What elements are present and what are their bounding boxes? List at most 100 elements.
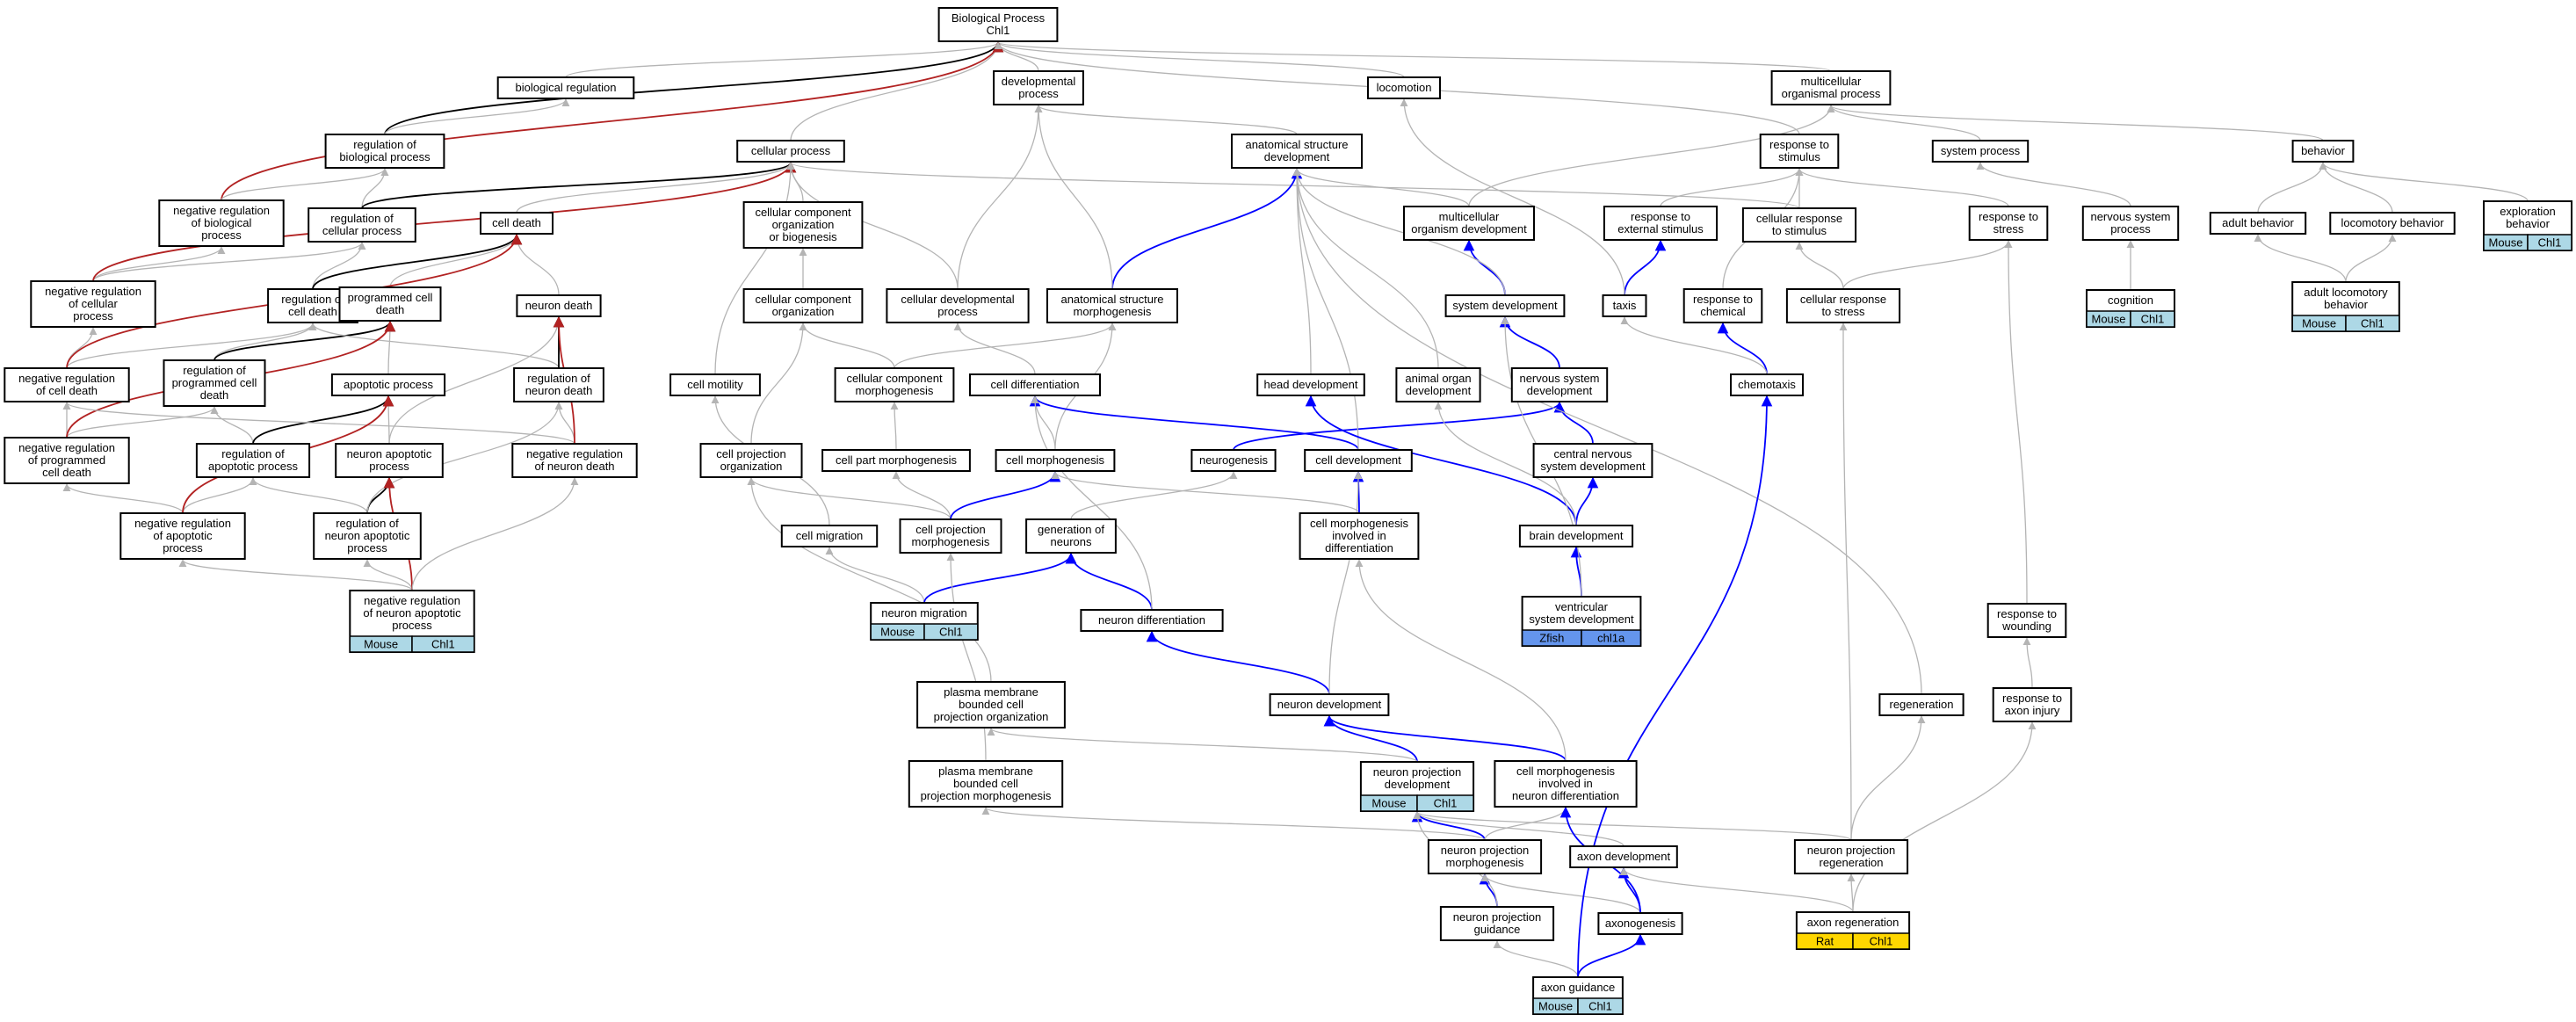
go-term-node[interactable]: cellular process — [736, 140, 845, 163]
relation-edge-is-a — [1328, 471, 1363, 695]
relation-edge-is-a — [1292, 168, 1439, 369]
go-term-label: cell part morphogenesis — [836, 453, 958, 467]
go-term-node[interactable]: regeneration — [1878, 693, 1965, 716]
go-term-node[interactable]: taxis — [1602, 294, 1647, 317]
go-term-node[interactable]: axon development — [1569, 845, 1678, 868]
go-term-label: neuron death — [525, 299, 593, 312]
go-term-node[interactable]: behavior — [2291, 140, 2355, 163]
go-term-node[interactable]: cell motility — [669, 373, 761, 396]
go-term-label: negative regulation — [134, 517, 231, 530]
go-term-node[interactable]: apoptotic process — [330, 373, 446, 396]
go-term-node[interactable]: neuron death — [516, 294, 602, 317]
go-term-node[interactable]: chemotaxis — [1730, 373, 1804, 396]
relation-edge-regulates — [1411, 810, 1486, 841]
go-term-node[interactable]: adult behavior — [2209, 212, 2307, 235]
go-term-node[interactable]: head development — [1256, 373, 1365, 396]
go-term-node[interactable]: cell development — [1304, 449, 1413, 472]
go-term-label: taxis — [1613, 299, 1637, 312]
go-term-node[interactable]: neuron differentiation — [1080, 609, 1224, 632]
go-term-label: central nervous — [1554, 447, 1632, 460]
go-term-box — [4, 367, 130, 402]
go-term-node[interactable]: axonogenesis — [1597, 912, 1683, 935]
go-term-node[interactable]: neurogenesis — [1190, 449, 1277, 472]
go-term-node[interactable]: biological regulation — [496, 76, 635, 99]
go-term-node[interactable]: brain development — [1518, 525, 1634, 547]
go-term-node[interactable]: cell part morphogenesis — [821, 449, 971, 472]
go-term-node[interactable]: locomotory behavior — [2329, 212, 2456, 235]
go-term-label: neuron projection — [1441, 844, 1529, 857]
go-term-label: of cell death — [36, 384, 98, 397]
go-term-node[interactable]: cell differentiation — [969, 373, 1101, 396]
relation-edge-is-a — [512, 234, 560, 296]
go-term-node[interactable]: locomotion — [1367, 76, 1441, 99]
relation-edge-negatively-regulates — [92, 161, 797, 282]
go-term-box — [1770, 70, 1892, 105]
go-term-node[interactable]: system process — [1931, 140, 2030, 163]
go-term-node[interactable]: system development — [1444, 294, 1566, 317]
gene-tag: Chl1 — [431, 638, 455, 651]
go-term-node[interactable]: cell morphogenesis — [995, 449, 1116, 472]
go-term-label: of apoptotic — [153, 529, 213, 542]
go-term-node[interactable]: cell migration — [780, 525, 879, 547]
go-term-node[interactable]: cell death — [480, 212, 554, 235]
go-term-box — [1494, 760, 1638, 808]
go-term-label: to stress — [1821, 305, 1865, 318]
go-term-node[interactable]: neuron development — [1269, 693, 1390, 716]
